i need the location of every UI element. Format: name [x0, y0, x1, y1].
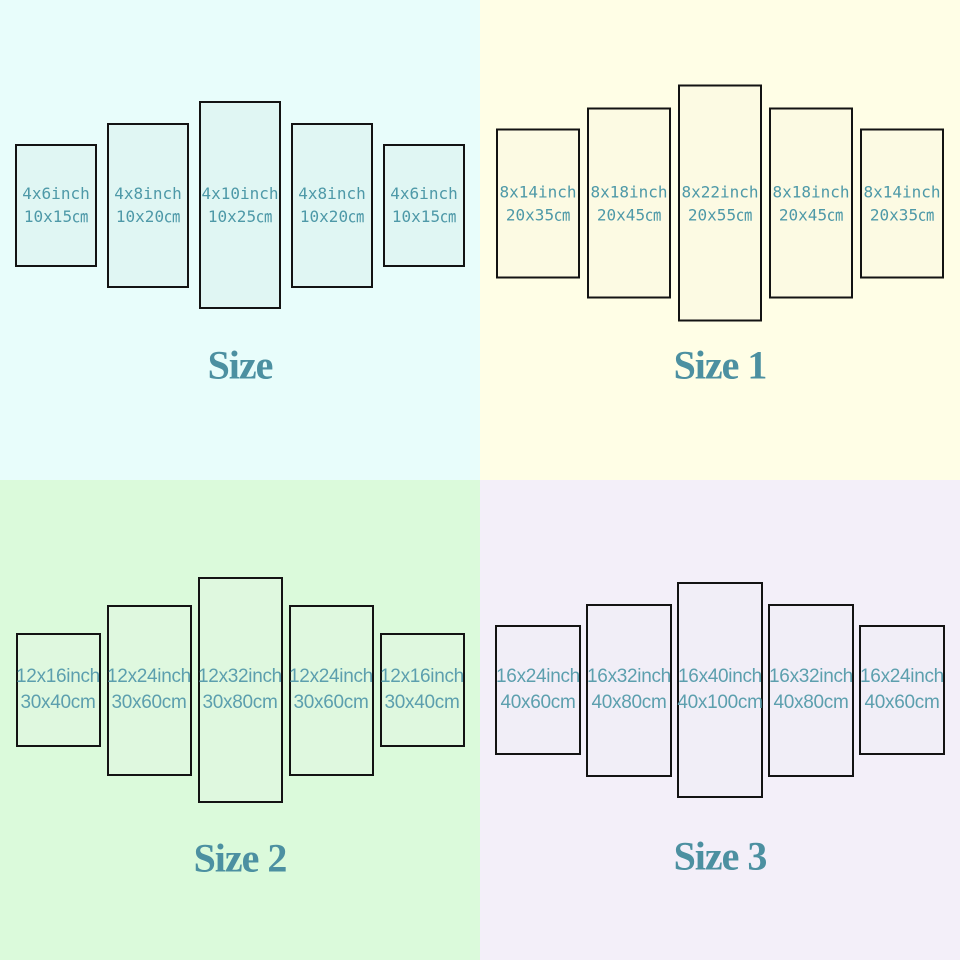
panel-size-label: 4x6inch 10x15㎝	[390, 182, 457, 228]
quadrant-title: Size 1	[673, 342, 768, 388]
canvas-panel: 8x14inch 20x35㎝	[860, 128, 944, 278]
canvas-panel: 12x16inch 30x40cm	[379, 633, 465, 747]
panel-inch-size: 8x18inch	[772, 182, 850, 201]
panel-cm-size: 40x60cm	[500, 692, 576, 713]
panel-size-label: 8x18inch 20x45㎝	[590, 180, 667, 226]
panel-size-label: 4x6inch 10x15㎝	[22, 182, 89, 228]
panel-inch-size: 8x14inch	[499, 182, 577, 201]
panel-size-label: 4x8inch 10x20㎝	[114, 182, 181, 228]
canvas-panel: 8x18inch 20x45㎝	[587, 107, 671, 299]
panel-cm-size: 20x55㎝	[687, 205, 753, 224]
panel-inch-size: 16x32inch	[587, 666, 671, 687]
panel-cm-size: 30x60cm	[293, 692, 369, 713]
panel-size-label: 12x16inch 30x40cm	[380, 664, 464, 716]
panel-inch-size: 12x32inch	[198, 666, 282, 687]
panel-cm-size: 40x100cm	[677, 692, 763, 713]
panel-size-label: 12x32inch 30x80cm	[198, 664, 282, 716]
panel-size-label: 16x24inch 40x60cm	[496, 664, 580, 716]
canvas-panel: 4x8inch 10x20㎝	[291, 122, 373, 288]
panel-row: 8x14inch 20x35㎝ 8x18inch 20x45㎝ 8x22inch 20x5…	[480, 84, 960, 322]
panel-size-label: 16x32inch 40x80cm	[587, 664, 671, 716]
quadrant-size-1: 8x14inch 20x35㎝ 8x18inch 20x45㎝ 8x22inch 20x5…	[480, 0, 960, 480]
panel-cm-size: 20x35㎝	[505, 205, 571, 224]
canvas-panel: 12x32inch 30x80cm	[197, 577, 283, 803]
panel-size-label: 16x40inch 40x100cm	[677, 664, 763, 716]
panel-inch-size: 16x40inch	[678, 666, 762, 687]
panel-size-label: 16x24inch 40x60cm	[860, 664, 944, 716]
panel-inch-size: 12x16inch	[380, 666, 464, 687]
panel-size-label: 4x8inch 10x20㎝	[298, 182, 365, 228]
panel-inch-size: 16x24inch	[496, 666, 580, 687]
canvas-panel: 12x24inch 30x60cm	[288, 604, 374, 776]
panel-cm-size: 30x40cm	[384, 692, 460, 713]
canvas-panel: 12x16inch 30x40cm	[15, 633, 101, 747]
panel-inch-size: 4x10inch	[201, 184, 279, 203]
canvas-panel: 4x6inch 10x15㎝	[15, 143, 97, 267]
panel-size-label: 8x14inch 20x35㎝	[863, 180, 940, 226]
canvas-panel: 16x32inch 40x80cm	[768, 603, 854, 777]
panel-size-label: 4x10inch 10x25㎝	[201, 182, 278, 228]
quadrant-title: Size 3	[673, 833, 768, 879]
canvas-panel: 4x6inch 10x15㎝	[383, 143, 465, 267]
panel-size-label: 16x32inch 40x80cm	[769, 664, 853, 716]
panel-inch-size: 16x32inch	[769, 666, 853, 687]
canvas-panel: 16x24inch 40x60cm	[495, 625, 581, 755]
quadrant-size-2: 12x16inch 30x40cm 12x24inch 30x60cm 12x32inc…	[0, 480, 480, 960]
panel-inch-size: 12x24inch	[107, 666, 191, 687]
panel-cm-size: 30x80cm	[202, 692, 278, 713]
panel-cm-size: 40x80cm	[773, 692, 849, 713]
panel-inch-size: 12x16inch	[16, 666, 100, 687]
panel-cm-size: 40x60cm	[864, 692, 940, 713]
panel-row: 16x24inch 40x60cm 16x32inch 40x80cm 16x40inc…	[480, 582, 960, 798]
panel-inch-size: 4x8inch	[114, 184, 182, 203]
panel-inch-size: 4x6inch	[390, 184, 458, 203]
quadrant-title: Size 2	[193, 835, 288, 881]
panel-inch-size: 4x8inch	[298, 184, 366, 203]
panel-inch-size: 12x24inch	[289, 666, 373, 687]
panel-cm-size: 10x20㎝	[115, 207, 181, 226]
panel-cm-size: 10x15㎝	[23, 207, 89, 226]
panel-cm-size: 30x60cm	[111, 692, 187, 713]
canvas-panel: 8x18inch 20x45㎝	[769, 107, 853, 299]
panel-row: 4x6inch 10x15㎝ 4x8inch 10x20㎝ 4x10inch 10x25㎝…	[0, 101, 480, 309]
quadrant-size: 4x6inch 10x15㎝ 4x8inch 10x20㎝ 4x10inch 10x25㎝…	[0, 0, 480, 480]
canvas-panel: 4x10inch 10x25㎝	[199, 101, 281, 309]
canvas-panel: 8x14inch 20x35㎝	[496, 128, 580, 278]
panel-cm-size: 20x45㎝	[778, 205, 844, 224]
panel-inch-size: 8x18inch	[590, 182, 668, 201]
panel-cm-size: 10x15㎝	[391, 207, 457, 226]
panel-cm-size: 10x25㎝	[207, 207, 273, 226]
panel-cm-size: 20x35㎝	[869, 205, 935, 224]
canvas-panel: 16x32inch 40x80cm	[586, 603, 672, 777]
canvas-panel: 4x8inch 10x20㎝	[107, 122, 189, 288]
quadrant-size-3: 16x24inch 40x60cm 16x32inch 40x80cm 16x40inc…	[480, 480, 960, 960]
panel-inch-size: 16x24inch	[860, 666, 944, 687]
panel-size-label: 8x22inch 20x55㎝	[681, 180, 758, 226]
panel-size-label: 8x14inch 20x35㎝	[499, 180, 576, 226]
canvas-panel: 8x22inch 20x55㎝	[678, 84, 762, 322]
panel-cm-size: 10x20㎝	[299, 207, 365, 226]
panel-size-label: 12x16inch 30x40cm	[16, 664, 100, 716]
quadrant-title: Size	[207, 342, 274, 388]
panel-size-label: 12x24inch 30x60cm	[289, 664, 373, 716]
panel-cm-size: 30x40cm	[20, 692, 96, 713]
panel-size-label: 12x24inch 30x60cm	[107, 664, 191, 716]
canvas-panel: 12x24inch 30x60cm	[106, 604, 192, 776]
panel-size-label: 8x18inch 20x45㎝	[772, 180, 849, 226]
canvas-panel: 16x24inch 40x60cm	[859, 625, 945, 755]
panel-inch-size: 8x22inch	[681, 182, 759, 201]
canvas-panel: 16x40inch 40x100cm	[677, 582, 763, 798]
panel-inch-size: 4x6inch	[22, 184, 90, 203]
panel-cm-size: 40x80cm	[591, 692, 667, 713]
panel-row: 12x16inch 30x40cm 12x24inch 30x60cm 12x32inc…	[0, 577, 480, 803]
panel-cm-size: 20x45㎝	[596, 205, 662, 224]
panel-inch-size: 8x14inch	[863, 182, 941, 201]
